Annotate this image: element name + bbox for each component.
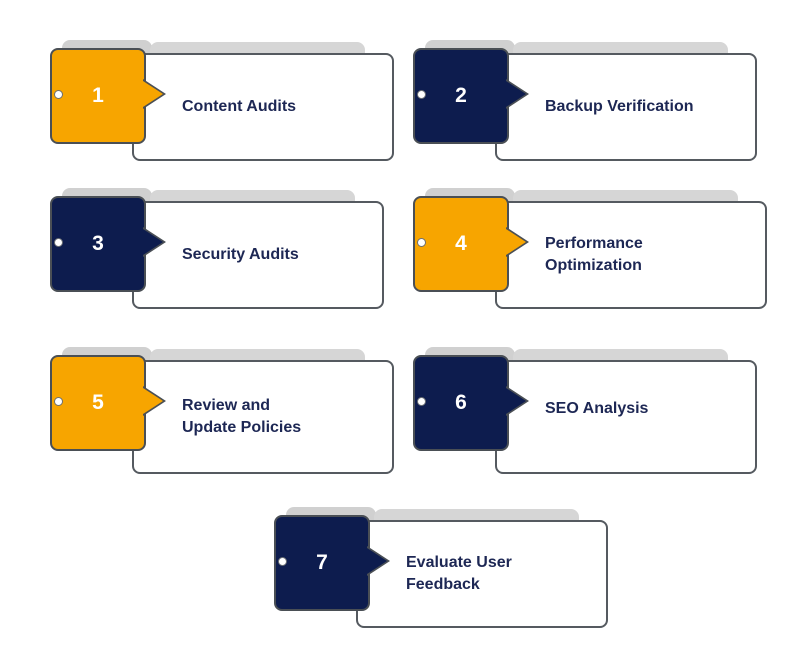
step-number-badge: 5: [50, 355, 146, 451]
step-card: Performance Optimization: [495, 201, 767, 309]
badge-pointer: [143, 229, 163, 255]
badge-pointer: [506, 388, 526, 414]
step-number-badge: 7: [274, 515, 370, 611]
step-number: 3: [92, 232, 104, 255]
step-label: Review and Update Policies: [182, 397, 302, 436]
punch-hole-icon: [417, 397, 426, 406]
step-7: Evaluate User Feedback 7: [274, 507, 609, 630]
step-number: 4: [455, 232, 467, 255]
badge-pointer: [506, 81, 526, 107]
punch-hole-icon: [278, 557, 287, 566]
badge-pointer: [143, 81, 163, 107]
step-label: Performance Optimization: [545, 235, 643, 274]
punch-hole-icon: [54, 238, 63, 247]
step-card: Backup Verification: [495, 53, 757, 161]
punch-hole-icon: [417, 238, 426, 247]
step-card: Content Audits: [132, 53, 394, 161]
step-label: Evaluate User Feedback: [406, 554, 512, 593]
punch-hole-icon: [54, 397, 63, 406]
punch-hole-icon: [54, 90, 63, 99]
badge-pointer: [506, 229, 526, 255]
step-card: Evaluate User Feedback: [356, 520, 608, 628]
step-number: 2: [455, 84, 467, 107]
step-6: SEO Analysis 6: [413, 347, 758, 475]
step-number-badge: 1: [50, 48, 146, 144]
step-5: Review and Update Policies 5: [50, 347, 395, 475]
step-number-badge: 4: [413, 196, 509, 292]
step-card: SEO Analysis: [495, 360, 757, 474]
step-label: Content Audits: [182, 98, 297, 115]
step-3: Security Audits 3: [50, 188, 395, 311]
punch-hole-icon: [417, 90, 426, 99]
step-number: 7: [316, 551, 328, 574]
step-4: Performance Optimization 4: [413, 188, 768, 311]
step-number: 5: [92, 391, 104, 414]
step-label: SEO Analysis: [545, 400, 649, 417]
badge-pointer: [367, 548, 387, 574]
step-card: Review and Update Policies: [132, 360, 394, 474]
step-label: Backup Verification: [545, 98, 694, 115]
step-1: Content Audits 1: [50, 40, 395, 163]
step-number-badge: 2: [413, 48, 509, 144]
badge-pointer: [143, 388, 163, 414]
step-number-badge: 6: [413, 355, 509, 451]
step-label: Security Audits: [182, 246, 299, 263]
step-number-badge: 3: [50, 196, 146, 292]
step-number: 6: [455, 391, 467, 414]
step-number: 1: [92, 84, 104, 107]
step-2: Backup Verification 2: [413, 40, 758, 163]
step-card: Security Audits: [132, 201, 384, 309]
